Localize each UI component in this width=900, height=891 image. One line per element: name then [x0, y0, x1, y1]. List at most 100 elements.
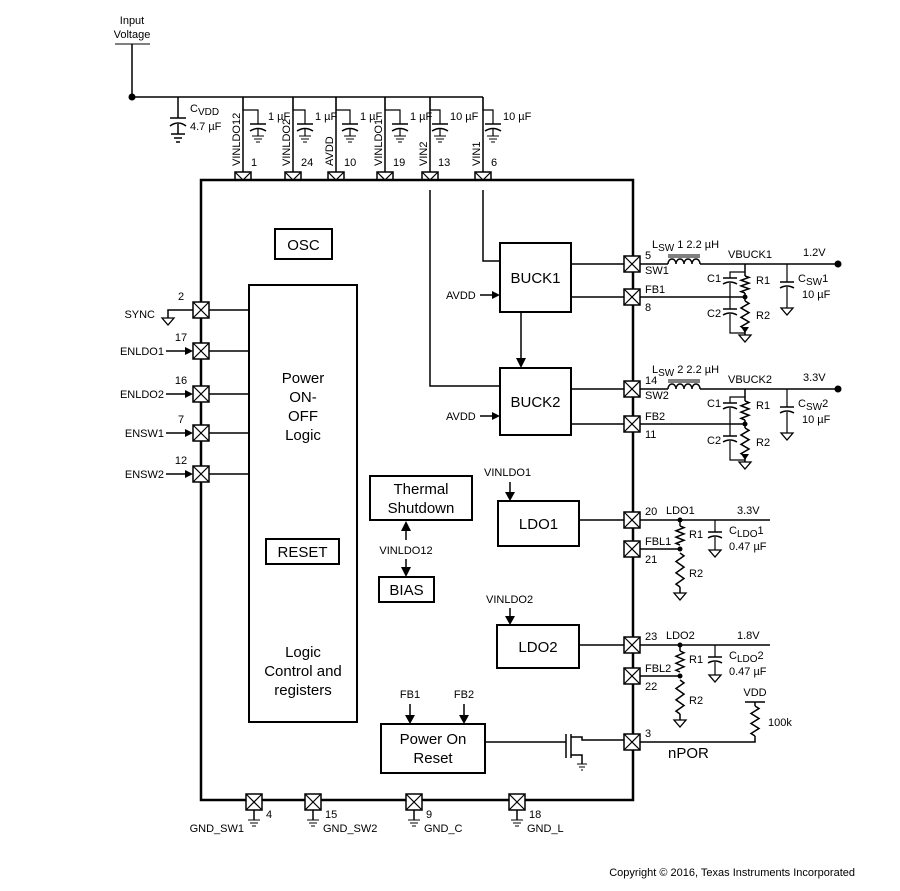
buck1-csw-value: 10 µF: [802, 289, 831, 301]
avdd-input-buck2: AVDD: [446, 411, 500, 423]
buck2-c1-label: C1: [707, 398, 721, 410]
svg-text:Power On: Power On: [400, 731, 467, 748]
pin-name: FB1: [645, 284, 665, 296]
buck2-csw-value: 10 µF: [802, 414, 831, 426]
pin-name: nPOR: [668, 745, 709, 762]
ldo2-cap-value: 0.47 µF: [729, 666, 767, 678]
thermal-shutdown-block: [369, 475, 473, 521]
pin-number: 17: [175, 332, 187, 344]
ldo1-r1-label: R1: [689, 529, 703, 541]
npor-vdd-label: VDD: [743, 687, 766, 699]
avdd-input-buck1: AVDD: [446, 290, 500, 302]
pin-number: 13: [438, 157, 450, 169]
ldo1-cap-value: 0.47 µF: [729, 541, 767, 553]
power-logic-block: [248, 284, 358, 723]
buck1-inductor: [667, 258, 701, 265]
svg-text:CVDD: CVDD: [190, 103, 219, 118]
bias-label: BIAS: [389, 582, 423, 599]
ldo1-r2-label: R2: [689, 568, 703, 580]
svg-text:Thermal: Thermal: [393, 481, 448, 498]
svg-text:OFF: OFF: [288, 408, 318, 425]
ldo1-block: [497, 500, 580, 547]
buck1-csw-label: CSW1: [798, 273, 828, 288]
reset-label: RESET: [277, 544, 327, 561]
svg-text:registers: registers: [274, 682, 332, 699]
copyright-text: Copyright © 2016, Texas Instruments Inco…: [609, 867, 855, 879]
svg-text:Shutdown: Shutdown: [388, 500, 455, 517]
decoupling-cap-value: 10 µF: [450, 111, 479, 123]
pin-name: VIN2: [418, 142, 430, 166]
buck1-block: [499, 242, 572, 313]
pin-name: FBL1: [645, 536, 671, 548]
pin-number: 21: [645, 554, 657, 566]
svg-text:Reset: Reset: [413, 750, 453, 767]
pin-number: 2: [178, 291, 184, 303]
pin-name: VINLDO2: [281, 119, 293, 166]
decoupling-cap-value: 1 µF: [268, 111, 291, 123]
svg-text:Power: Power: [282, 370, 325, 387]
buck2-voltage: 3.3V: [803, 372, 826, 384]
pin-name: AVDD: [324, 136, 336, 166]
npor-resistor-value: 100k: [768, 717, 792, 729]
pin-number: 20: [645, 506, 657, 518]
pin-number: 1: [251, 157, 257, 169]
vinldo12-internal-label: VINLDO12: [379, 545, 432, 557]
thermal-shutdown-label: Thermal Shutdown: [388, 481, 455, 517]
buck1-c1-label: C1: [707, 273, 721, 285]
decoupling-cap-value: 1 µF: [315, 111, 338, 123]
pin-name: SW1: [645, 265, 669, 277]
npor-pullup-resistor: [749, 705, 761, 737]
pin-name: GND_C: [424, 823, 463, 835]
pin-name: SYNC: [124, 309, 155, 321]
decoupling-cap-value: 10 µF: [503, 111, 532, 123]
buck2-label: BUCK2: [510, 394, 560, 411]
decoupling-cap-value: 1 µF: [410, 111, 433, 123]
ldo2-net-label: LDO2: [666, 630, 695, 642]
pin-number: 24: [301, 157, 313, 169]
ldo2-voltage: 1.8V: [737, 630, 760, 642]
pin-name: FBL2: [645, 663, 671, 675]
por-fb2-label: FB2: [454, 689, 474, 701]
pin-name: VIN1: [471, 142, 483, 166]
pin-number: 14: [645, 375, 657, 387]
svg-text:Logic: Logic: [285, 644, 321, 661]
buck1-voltage: 1.2V: [803, 247, 826, 259]
pin-name: GND_SW2: [323, 823, 377, 835]
ldo1-cap-label: CLDO1: [729, 525, 764, 540]
right-pin-21: 21 FBL1: [623, 536, 671, 566]
buck1-net-label: VBUCK1: [728, 249, 772, 261]
buck2-r1: [738, 400, 752, 421]
npor-transistor: [485, 734, 624, 771]
bias-block: [378, 576, 435, 603]
buck2-inductor: [667, 383, 701, 390]
buck2-net-label: VBUCK2: [728, 374, 772, 386]
pin-number: 9: [426, 809, 432, 821]
cvdd-label: CVDD 4.7 µF: [190, 103, 222, 133]
buck2-r1-label: R1: [756, 400, 770, 412]
buck2-r2: [739, 427, 751, 457]
power-logic-label: Power ON- OFF Logic: [282, 370, 325, 444]
buck1-output-dot: [834, 260, 842, 268]
svg-text:ON-: ON-: [289, 389, 317, 406]
svg-text:Voltage: Voltage: [114, 29, 151, 41]
ldo2-cap-label: CLDO2: [729, 650, 764, 665]
pin-name: SW2: [645, 390, 669, 402]
ldo1-r2: [674, 552, 686, 588]
ldo2-r1-label: R1: [689, 654, 703, 666]
pin-number: 19: [393, 157, 405, 169]
svg-text:Input: Input: [120, 15, 144, 27]
ldo1-label: LDO1: [519, 516, 558, 533]
buck1-r1-label: R1: [756, 275, 770, 287]
